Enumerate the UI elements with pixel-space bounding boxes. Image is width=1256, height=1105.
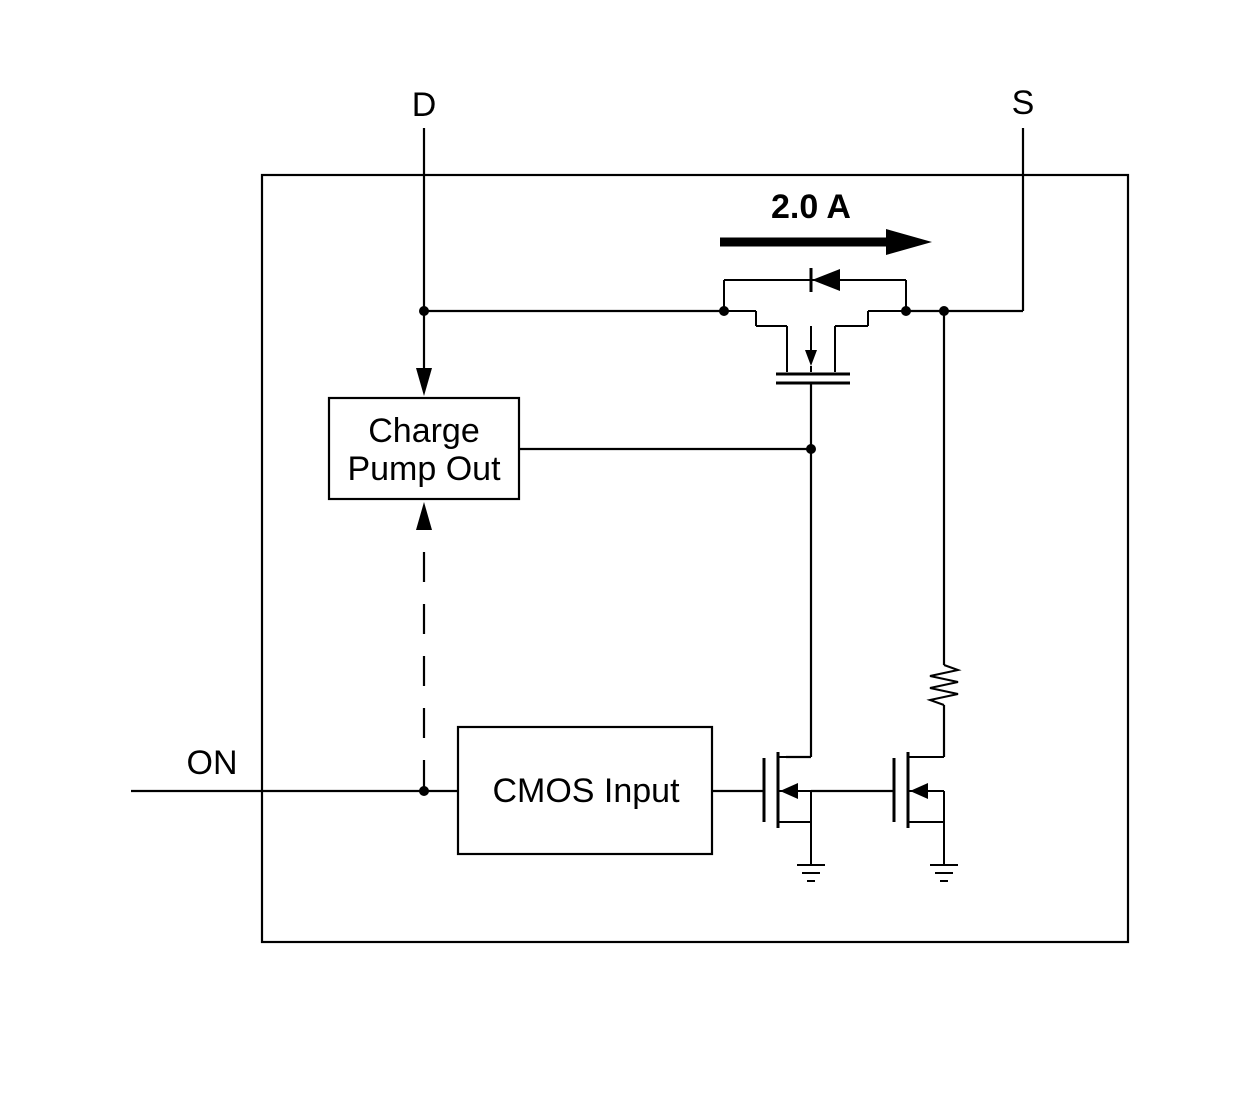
cmos-input-label: CMOS Input (492, 772, 680, 810)
body-diode (723, 268, 907, 311)
current-arrow (720, 229, 932, 255)
pin-on-label: ON (187, 744, 238, 782)
charge-pump-label-line1: Charge (368, 412, 480, 450)
discharge-resistor (926, 311, 962, 757)
current-label: 2.0 A (771, 188, 851, 226)
pin-d-label: D (412, 86, 437, 124)
power-mosfet (724, 310, 906, 449)
charge-pump-label-line2: Pump Out (347, 450, 501, 488)
drain-net (416, 128, 729, 396)
source-net (901, 128, 1025, 316)
gate-drive-net (519, 444, 816, 759)
chip-outline (260, 173, 1130, 944)
pin-s-label: S (1012, 84, 1035, 122)
pulldown-nmos-2 (892, 752, 958, 882)
enable-dashed-arrow (416, 502, 432, 790)
pulldown-nmos-1 (712, 752, 825, 882)
enable-input-net (131, 786, 458, 796)
